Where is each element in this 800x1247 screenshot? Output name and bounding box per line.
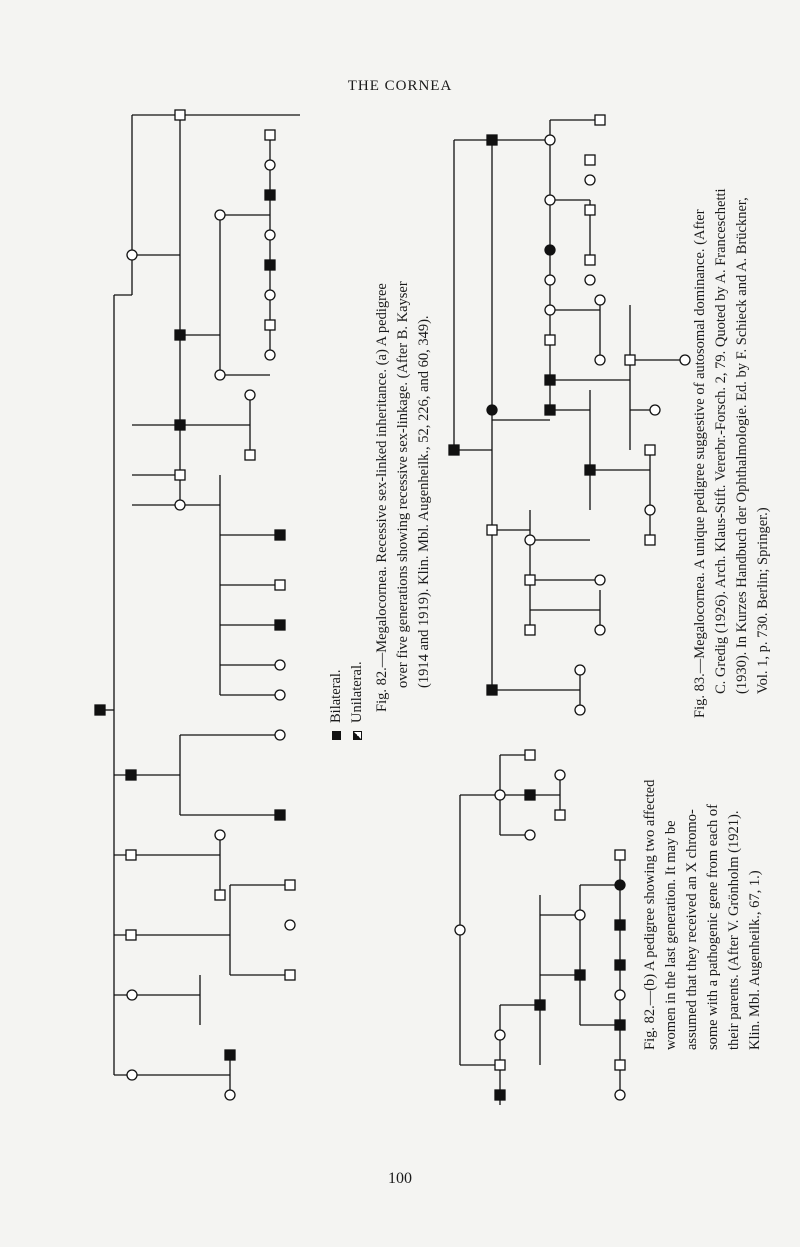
caption-fig82a: Fig. 82.—Megalocornea. Recessive sex-lin… bbox=[372, 281, 435, 712]
caption-fig83-line4: Vol. 1, p. 730. Berlin; Springer.) bbox=[755, 507, 771, 694]
caption-fig82b-line5: their parents. (After V. Grönholm (1921)… bbox=[726, 810, 742, 1050]
caption-fig83: Fig. 83.—Megalocornea. A unique pedigree… bbox=[690, 188, 774, 718]
half-filled-square-icon bbox=[353, 731, 362, 740]
page-number: 100 bbox=[388, 1170, 412, 1187]
caption-fig83-line2: C. Gredig (1926). Arch. Klaus-Stift. Ver… bbox=[713, 188, 729, 694]
legend: Bilateral. Unilateral. bbox=[326, 661, 368, 740]
caption-fig82a-line2: over five generations showing recessive … bbox=[395, 281, 411, 688]
caption-fig82b-line3: assumed that they received an X chromo- bbox=[684, 809, 700, 1050]
caption-fig82a-line1: Fig. 82.—Megalocornea. Recessive sex-lin… bbox=[374, 283, 390, 712]
caption-fig83-line3: (1930). In Kurzes Handbuch der Ophthalmo… bbox=[734, 197, 750, 694]
pedigree-82a bbox=[94, 109, 300, 1101]
caption-fig82b: Fig. 82.—(b) A pedigree showing two affe… bbox=[640, 780, 766, 1050]
caption-fig82a-line3: (1914 and 1919). Klin. Mbl. Augenheilk.,… bbox=[416, 315, 432, 688]
caption-fig82b-line6: Klin. Mbl. Augenheilk., 67, 1.) bbox=[747, 870, 763, 1050]
page-header: THE CORNEA bbox=[347, 78, 453, 94]
pedigree-82b bbox=[454, 749, 626, 1105]
pedigree-83 bbox=[448, 114, 691, 716]
legend-unilateral-label: Unilateral. bbox=[349, 661, 365, 723]
caption-fig82b-line2: women in the last generation. It may be bbox=[663, 820, 679, 1050]
caption-fig82b-line4: some with a pathogenic gene from each of bbox=[705, 803, 721, 1050]
legend-bilateral-label: Bilateral. bbox=[328, 669, 344, 723]
caption-fig82b-line1: Fig. 82.—(b) A pedigree showing two affe… bbox=[642, 779, 658, 1050]
legend-bilateral: Bilateral. bbox=[326, 661, 347, 740]
legend-unilateral: Unilateral. bbox=[347, 661, 368, 740]
caption-fig83-line1: Fig. 83.—Megalocornea. A unique pedigree… bbox=[692, 209, 708, 718]
filled-square-icon bbox=[332, 731, 341, 740]
